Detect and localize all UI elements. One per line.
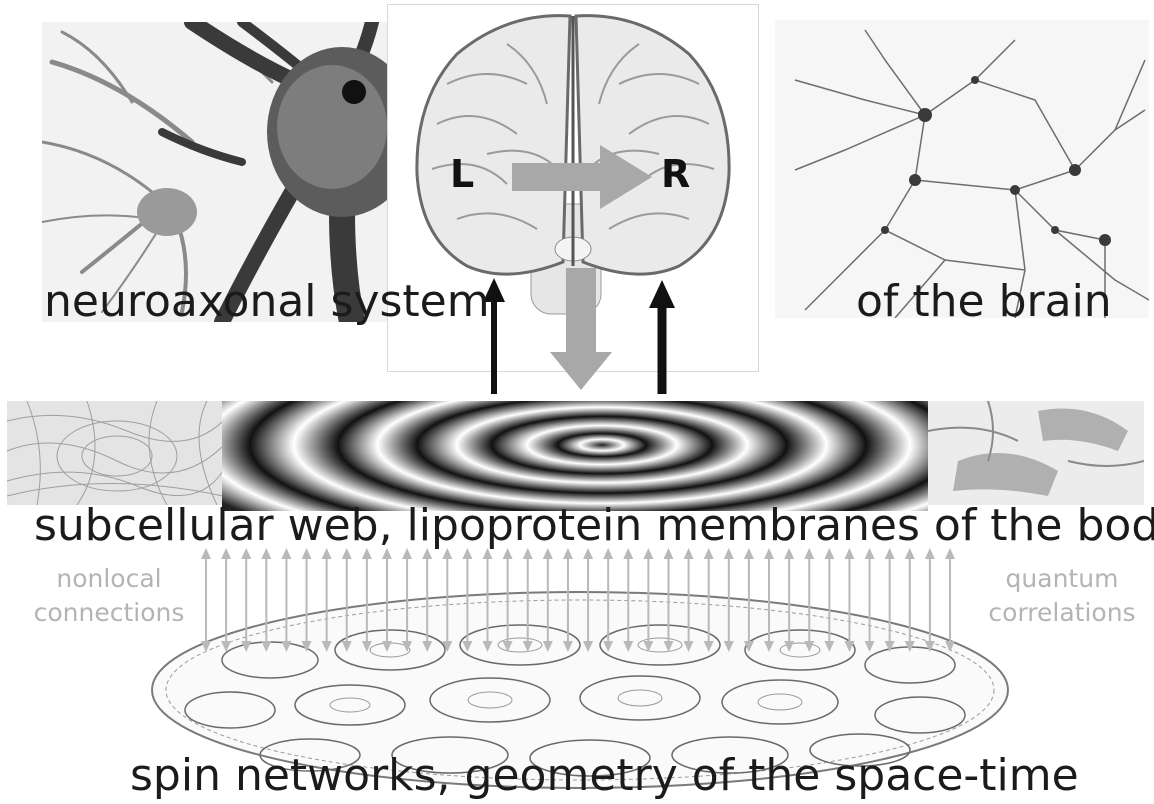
double-arrow-icon [643, 548, 653, 652]
neuron-network-image [775, 20, 1149, 318]
quantum-line2: correlations [970, 596, 1154, 630]
double-arrow-icon [663, 548, 673, 652]
double-arrow-icon [945, 548, 955, 652]
double-arrow-icon [724, 548, 734, 652]
double-arrow-icon [824, 548, 834, 652]
left-hemisphere-label: L [450, 152, 474, 196]
double-arrow-icon [885, 548, 895, 652]
double-arrow-icon [483, 548, 493, 652]
double-arrow-icon [784, 548, 794, 652]
double-arrow-icon [382, 548, 392, 652]
double-arrow-icon [261, 548, 271, 652]
double-arrow-icon [623, 548, 633, 652]
membrane-texture-image [928, 401, 1144, 505]
subcellular-caption: subcellular web, lipoprotein membranes o… [34, 500, 1154, 551]
concentric-wave-image [222, 401, 928, 511]
double-arrow-icon [905, 548, 915, 652]
right-hemisphere-label: R [661, 152, 690, 196]
double-arrow-icon [744, 548, 754, 652]
double-arrow-icon [362, 548, 372, 652]
double-arrow-icon [402, 548, 412, 652]
neuroaxonal-caption: neuroaxonal system [44, 276, 490, 327]
double-arrow-icon [523, 548, 533, 652]
double-arrow-icon [704, 548, 714, 652]
double-arrow-icon [563, 548, 573, 652]
double-arrow-icon [442, 548, 452, 652]
nonlocal-arrows [196, 548, 960, 652]
double-arrow-icon [221, 548, 231, 652]
double-arrow-icon [281, 548, 291, 652]
left-to-right-arrow-icon [512, 145, 654, 209]
double-arrow-icon [865, 548, 875, 652]
upward-arrow-right-icon [648, 280, 676, 396]
double-arrow-icon [241, 548, 251, 652]
double-arrow-icon [503, 548, 513, 652]
double-arrow-icon [302, 548, 312, 652]
double-arrow-icon [844, 548, 854, 652]
double-arrow-icon [603, 548, 613, 652]
double-arrow-icon [462, 548, 472, 652]
quantum-correlations-caption: quantum correlations [970, 562, 1154, 630]
double-arrow-icon [764, 548, 774, 652]
double-arrow-icon [342, 548, 352, 652]
quantum-line1: quantum [970, 562, 1154, 596]
nonlocal-line1: nonlocal [14, 562, 204, 596]
nonlocal-line2: connections [14, 596, 204, 630]
double-arrow-icon [583, 548, 593, 652]
double-arrow-icon [322, 548, 332, 652]
fiber-mesh-image [7, 401, 223, 505]
double-arrow-icon [684, 548, 694, 652]
spin-networks-caption: spin networks, geometry of the space-tim… [130, 750, 1079, 801]
double-arrow-icon [422, 548, 432, 652]
of-the-brain-caption: of the brain [856, 276, 1112, 327]
downward-arrow-icon [548, 268, 614, 392]
double-arrow-icon [543, 548, 553, 652]
double-arrow-icon [925, 548, 935, 652]
double-arrow-icon [804, 548, 814, 652]
nonlocal-connections-caption: nonlocal connections [14, 562, 204, 630]
